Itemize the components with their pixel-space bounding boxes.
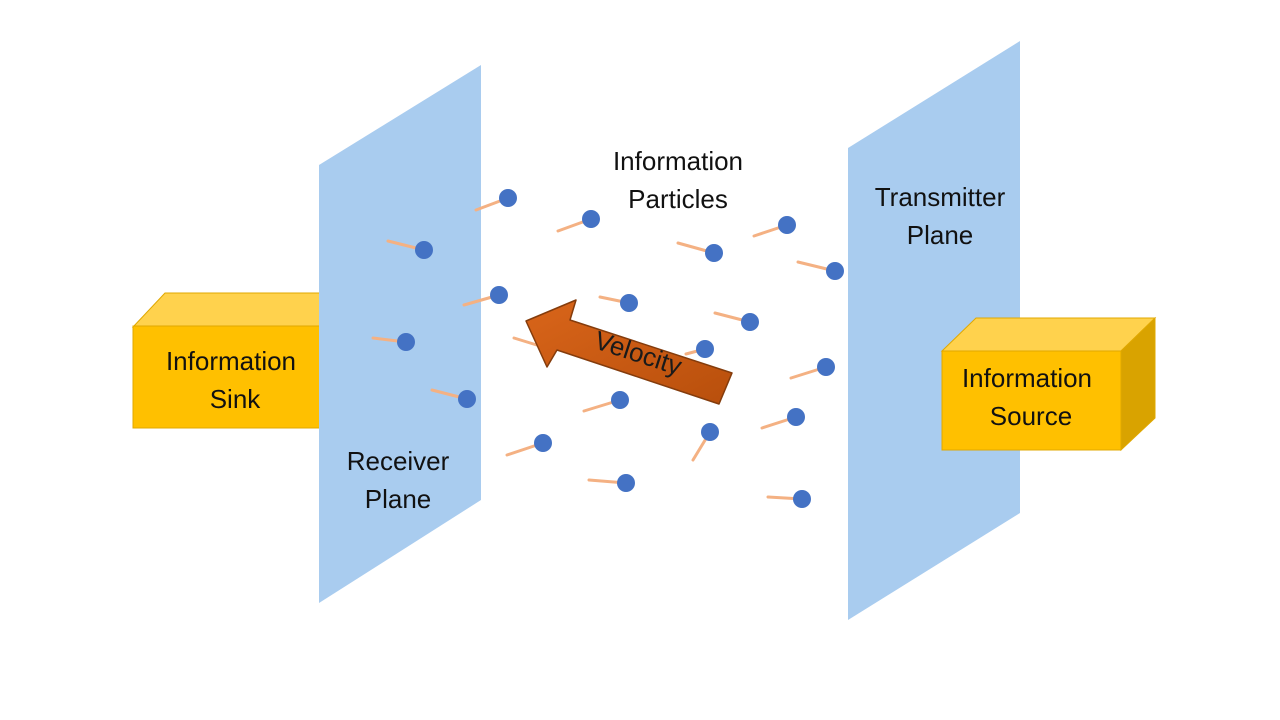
particle: [430, 388, 476, 408]
particle: [474, 189, 517, 212]
source-box-top: [940, 317, 1157, 352]
receiver-label-line2: Plane: [365, 484, 432, 514]
velocity-arrow-shape: [525, 299, 733, 405]
particle: [766, 490, 811, 508]
particle: [582, 391, 629, 413]
particle: [789, 358, 835, 380]
particle: [676, 241, 723, 262]
particle: [796, 260, 844, 280]
sink-box-top: [131, 292, 341, 328]
particles-label-line2: Particles: [628, 184, 728, 214]
particle: [598, 294, 638, 312]
information-sink-box: Information Sink: [131, 292, 342, 429]
particle: [371, 333, 415, 351]
sink-label-line2: Sink: [210, 384, 262, 414]
particle: [386, 239, 433, 259]
particle: [505, 434, 552, 457]
receiver-label-line1: Receiver: [347, 446, 450, 476]
particle: [760, 408, 805, 430]
particle-trail-only: [512, 336, 542, 348]
particle: [691, 423, 719, 462]
particle: [556, 210, 600, 233]
source-label-line2: Source: [990, 401, 1072, 431]
particle: [684, 340, 714, 358]
particle: [587, 474, 635, 492]
source-box-front: [941, 350, 1122, 451]
particle: [713, 311, 759, 331]
source-label-line1: Information: [962, 363, 1092, 393]
receiver-plane: [319, 65, 481, 603]
particle: [462, 286, 508, 307]
sink-label-line1: Information: [166, 346, 296, 376]
information-source-box: Information Source: [940, 316, 1157, 452]
particles-label-line1: Information: [613, 146, 743, 176]
transmitter-label-line2: Plane: [907, 220, 974, 250]
particle: [752, 216, 796, 238]
transmitter-label-line1: Transmitter: [875, 182, 1006, 212]
information-particles: [371, 189, 844, 508]
transmitter-plane: [848, 41, 1020, 620]
sink-box-front: [132, 325, 342, 429]
